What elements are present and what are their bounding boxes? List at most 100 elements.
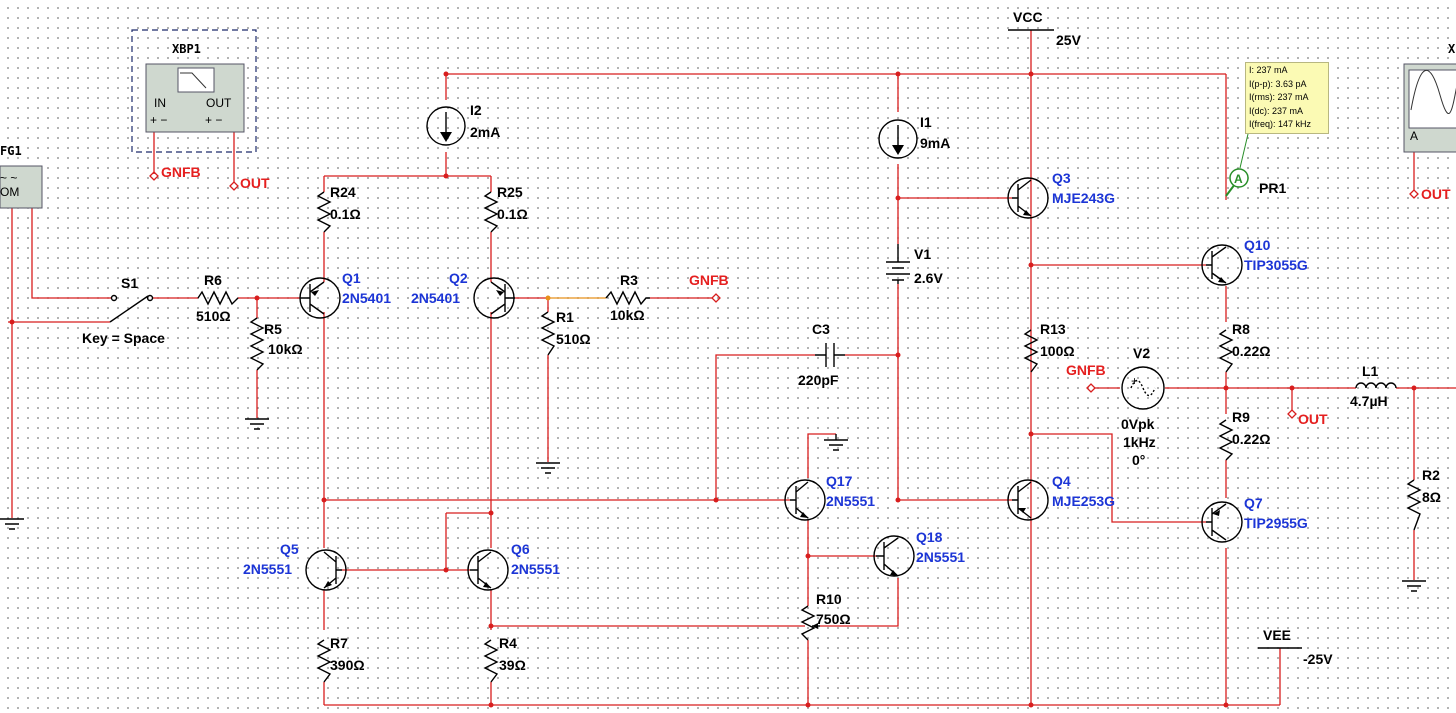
vcc-rail[interactable]: VCC 25V bbox=[1008, 9, 1082, 48]
r9-value: 0.22Ω bbox=[1232, 431, 1270, 447]
inductor-l1[interactable]: L1 4.7µH bbox=[1350, 363, 1397, 409]
resistor-r9[interactable]: R9 0.22Ω bbox=[1218, 409, 1270, 461]
q10-ref: Q10 bbox=[1244, 237, 1271, 253]
r24-value: 0.1Ω bbox=[330, 206, 361, 222]
r4-ref: R4 bbox=[499, 635, 517, 651]
svg-text:~ ~: ~ ~ bbox=[0, 171, 17, 185]
q7-ref: Q7 bbox=[1244, 495, 1263, 511]
vee-rail[interactable]: VEE -25V bbox=[1258, 627, 1333, 667]
resistor-r3[interactable]: R3 10kΩ bbox=[605, 272, 650, 323]
net-label-gnfb-bode[interactable]: GNFB bbox=[149, 164, 201, 181]
transistor-q5[interactable]: Q5 2N5551 bbox=[243, 541, 347, 591]
svg-text:A: A bbox=[1410, 129, 1418, 143]
resistor-r25[interactable]: R25 0.1Ω bbox=[483, 184, 528, 233]
transistor-q18[interactable]: Q18 2N5551 bbox=[873, 529, 965, 577]
r13-value: 100Ω bbox=[1040, 343, 1075, 359]
net-label-gnfb-v2[interactable]: GNFB bbox=[1066, 362, 1106, 393]
fg1-com-label: OM bbox=[0, 185, 19, 199]
r25-value: 0.1Ω bbox=[497, 206, 528, 222]
transistor-q17[interactable]: Q17 2N5551 bbox=[784, 473, 875, 521]
resistor-r2[interactable]: R2 8Ω bbox=[1406, 467, 1441, 531]
transistor-q2[interactable]: Q2 2N5401 bbox=[411, 270, 515, 319]
vcc-value: 25V bbox=[1056, 32, 1082, 48]
r24-ref: R24 bbox=[330, 184, 356, 200]
switch-s1[interactable]: S1 Key = Space bbox=[82, 275, 165, 346]
transistor-q10[interactable]: Q10 TIP3055G bbox=[1201, 237, 1308, 286]
i2-ref: I2 bbox=[470, 102, 482, 118]
r9-ref: R9 bbox=[1232, 409, 1250, 425]
q5-ref: Q5 bbox=[280, 541, 299, 557]
r6-value: 510Ω bbox=[196, 308, 231, 324]
q3-ref: Q3 bbox=[1052, 170, 1071, 186]
r10-value: 750Ω bbox=[816, 611, 851, 627]
q4-ref: Q4 bbox=[1052, 473, 1071, 489]
net-label-gnfb-input[interactable]: GNFB bbox=[689, 272, 729, 303]
resistor-r24[interactable]: R24 0.1Ω bbox=[316, 184, 361, 233]
r8-ref: R8 bbox=[1232, 321, 1250, 337]
q6-ref: Q6 bbox=[511, 541, 530, 557]
resistor-r6[interactable]: R6 510Ω bbox=[196, 272, 239, 324]
l1-ref: L1 bbox=[1362, 363, 1379, 379]
i2-value: 2mA bbox=[470, 124, 500, 140]
q7-model: TIP2955G bbox=[1244, 515, 1308, 531]
resistor-r4[interactable]: R4 39Ω bbox=[483, 635, 526, 683]
transistor-q1[interactable]: Q1 2N5401 bbox=[299, 270, 391, 319]
net-label-out-bode[interactable]: OUT bbox=[229, 175, 270, 191]
q1-ref: Q1 bbox=[342, 270, 361, 286]
current-source-i1[interactable]: I1 9mA bbox=[878, 114, 950, 159]
c3-ref: C3 bbox=[812, 321, 830, 337]
current-source-i2[interactable]: I2 2mA bbox=[426, 102, 500, 146]
oscilloscope[interactable]: X A bbox=[1403, 42, 1456, 153]
c3-value: 220pF bbox=[798, 372, 839, 388]
svg-text:GNFB: GNFB bbox=[689, 272, 729, 288]
net-label-out-output[interactable]: OUT bbox=[1287, 409, 1328, 427]
xbp1-in-label: IN bbox=[154, 96, 166, 110]
probe-reading: I(dc): 237 mA bbox=[1249, 105, 1304, 116]
resistor-r5[interactable]: R5 10kΩ bbox=[249, 317, 303, 371]
q17-ref: Q17 bbox=[826, 473, 853, 489]
resistor-r10[interactable]: R10 750Ω bbox=[800, 591, 851, 641]
svg-text:OUT: OUT bbox=[1421, 186, 1451, 202]
probe-reading: I(freq): 147 kHz bbox=[1249, 119, 1312, 129]
ground-symbols bbox=[0, 418, 1426, 592]
ac-source-v2[interactable]: + V2 0Vpk 1kHz 0° bbox=[1121, 345, 1165, 468]
resistor-r1[interactable]: R1 510Ω bbox=[540, 309, 591, 356]
q2-model: 2N5401 bbox=[411, 290, 460, 306]
svg-text:OUT: OUT bbox=[1298, 411, 1328, 427]
current-probe-pr1[interactable]: A PR1 bbox=[1225, 133, 1286, 197]
s1-key: Key = Space bbox=[82, 330, 165, 346]
resistor-r7[interactable]: R7 390Ω bbox=[316, 635, 365, 683]
pr1-ref: PR1 bbox=[1259, 180, 1286, 196]
vee-label: VEE bbox=[1263, 627, 1291, 643]
bode-plotter-xbp1[interactable]: XBP1 IN OUT + − + − bbox=[131, 29, 257, 153]
r10-ref: R10 bbox=[816, 591, 842, 607]
junctions bbox=[9, 71, 1417, 708]
transistor-q7[interactable]: Q7 TIP2955G bbox=[1201, 495, 1308, 543]
r7-value: 390Ω bbox=[330, 657, 365, 673]
battery-v1[interactable]: V1 2.6V bbox=[886, 244, 943, 286]
transistor-q4[interactable]: Q4 MJE253G bbox=[1007, 473, 1115, 521]
function-generator-fg1[interactable]: FG1 ~ ~ OM bbox=[0, 144, 43, 209]
q6-model: 2N5551 bbox=[511, 561, 560, 577]
probe-reading: I(rms): 237 mA bbox=[1249, 92, 1309, 102]
r7-ref: R7 bbox=[330, 635, 348, 651]
svg-text:+ −: + − bbox=[150, 113, 167, 127]
xbp1-out-label: OUT bbox=[206, 96, 232, 110]
i1-value: 9mA bbox=[920, 135, 950, 151]
svg-text:GNFB: GNFB bbox=[1066, 362, 1106, 378]
capacitor-c3[interactable]: C3 220pF bbox=[798, 321, 845, 388]
q5-model: 2N5551 bbox=[243, 561, 292, 577]
transistor-q3[interactable]: Q3 MJE243G bbox=[1007, 170, 1115, 219]
net-label-out-scope[interactable]: OUT bbox=[1409, 186, 1451, 202]
resistor-r13[interactable]: R13 100Ω bbox=[1023, 321, 1075, 373]
q4-model: MJE253G bbox=[1052, 493, 1115, 509]
r6-ref: R6 bbox=[204, 272, 222, 288]
s1-ref: S1 bbox=[121, 275, 138, 291]
transistor-q6[interactable]: Q6 2N5551 bbox=[467, 541, 560, 591]
xbp1-ref: XBP1 bbox=[172, 42, 201, 56]
vcc-label: VCC bbox=[1013, 9, 1043, 25]
resistor-r8[interactable]: R8 0.22Ω bbox=[1218, 321, 1270, 373]
svg-text:GNFB: GNFB bbox=[161, 164, 201, 180]
probe-reading: I: 237 mA bbox=[1249, 65, 1288, 75]
